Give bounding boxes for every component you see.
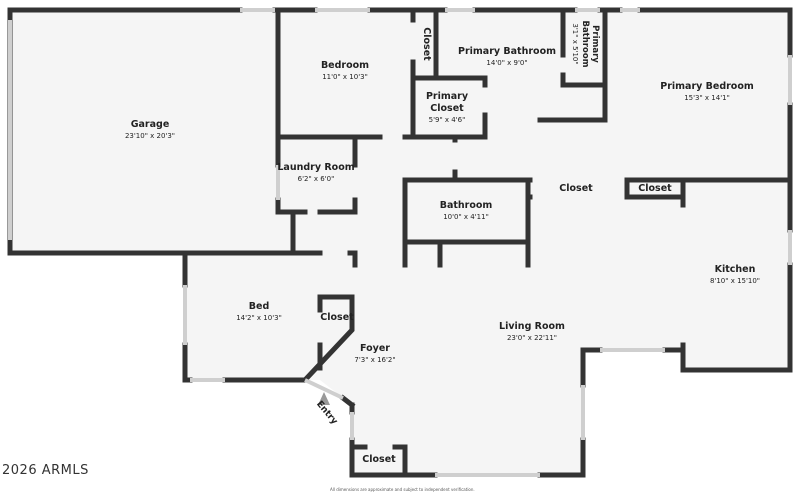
room-dimensions: 14'0" x 9'0" bbox=[486, 59, 528, 67]
room-closet-bed: Closet bbox=[320, 312, 353, 324]
wall-segment bbox=[347, 250, 358, 268]
room-bed: Bed 14'2" x 10'3" bbox=[236, 301, 282, 323]
room-dimensions: 23'0" x 22'11" bbox=[506, 334, 558, 342]
wall-segment bbox=[275, 197, 308, 215]
floor-area bbox=[10, 10, 790, 475]
wall-segment bbox=[182, 342, 193, 383]
room-primary-closet: Primary Closet 5'9" x 4'6" bbox=[422, 91, 472, 125]
room-kitchen: Kitchen 8'10" x 15'10" bbox=[710, 264, 760, 286]
room-name: Closet bbox=[638, 183, 672, 194]
room-name: Closet bbox=[559, 183, 593, 194]
wall-segment bbox=[537, 7, 608, 123]
room-name: Closet bbox=[362, 454, 396, 465]
wall-segment bbox=[402, 112, 488, 140]
room-closet-entry: Closet bbox=[362, 454, 395, 466]
room-dimensions: 6'2" x 6'0" bbox=[297, 175, 335, 183]
room-name: Closet bbox=[320, 312, 354, 323]
room-bedroom: Bedroom 11'0" x 10'3" bbox=[321, 60, 369, 82]
room-dimensions: 15'3" x 14'1" bbox=[684, 94, 730, 102]
room-garage: Garage 23'10" x 20'3" bbox=[125, 119, 175, 141]
room-name: Foyer bbox=[360, 343, 390, 354]
room-name: Bedroom bbox=[320, 60, 370, 71]
entry-arrow-icon bbox=[318, 392, 330, 405]
room-name: Primary Bathroom bbox=[580, 20, 600, 68]
room-dimensions: 14'2" x 10'3" bbox=[236, 314, 282, 322]
wall-segment bbox=[560, 72, 608, 88]
room-name: Bathroom bbox=[439, 200, 493, 211]
room-dimensions: 8'10" x 15'10" bbox=[709, 277, 761, 285]
wall-segment bbox=[317, 197, 358, 215]
room-name: Garage bbox=[130, 119, 170, 130]
room-dimensions: 11'0" x 10'3" bbox=[322, 73, 368, 81]
room-dimensions: 10'0" x 4'11" bbox=[443, 213, 489, 221]
room-closet-top: Closet bbox=[420, 27, 432, 60]
room-living: Living Room 23'0" x 22'11" bbox=[499, 321, 565, 343]
room-name: Primary Closet bbox=[425, 91, 469, 114]
room-name: Bed bbox=[248, 301, 270, 312]
wall-segment bbox=[222, 294, 355, 383]
room-dimensions: 5'9" x 4'6" bbox=[428, 116, 466, 124]
room-name: Primary Bathroom bbox=[458, 46, 556, 57]
room-name: Living Room bbox=[499, 321, 565, 332]
copyright: 2026 ARMLS bbox=[2, 463, 89, 478]
disclaimer: All dimensions are approximate and subje… bbox=[330, 487, 475, 492]
room-dimensions: 3'1" x 5'10" bbox=[571, 23, 579, 65]
room-primary-bathroom: Primary Bathroom 14'0" x 9'0" bbox=[458, 46, 556, 68]
window-or-door-opening bbox=[304, 378, 344, 400]
room-primary-bedroom: Primary Bedroom 15'3" x 14'1" bbox=[660, 81, 754, 103]
room-name: Closet bbox=[421, 27, 432, 61]
room-name: Kitchen bbox=[714, 264, 756, 275]
room-dimensions: 23'10" x 20'3" bbox=[124, 132, 176, 140]
room-laundry: Laundry Room 6'2" x 6'0" bbox=[277, 162, 354, 184]
room-closet-hall-2: Closet bbox=[638, 183, 671, 195]
wall-segment bbox=[680, 262, 793, 373]
room-dimensions: 7'3" x 16'2" bbox=[354, 356, 396, 364]
wall-segment bbox=[410, 75, 488, 140]
room-closet-hall-1: Closet bbox=[559, 183, 592, 195]
room-name: Primary Bedroom bbox=[660, 81, 754, 92]
wall-segment bbox=[392, 444, 408, 478]
room-name: Laundry Room bbox=[277, 162, 355, 173]
room-foyer: Foyer 7'3" x 16'2" bbox=[354, 343, 395, 365]
room-bathroom: Bathroom 10'0" x 4'11" bbox=[440, 200, 493, 222]
